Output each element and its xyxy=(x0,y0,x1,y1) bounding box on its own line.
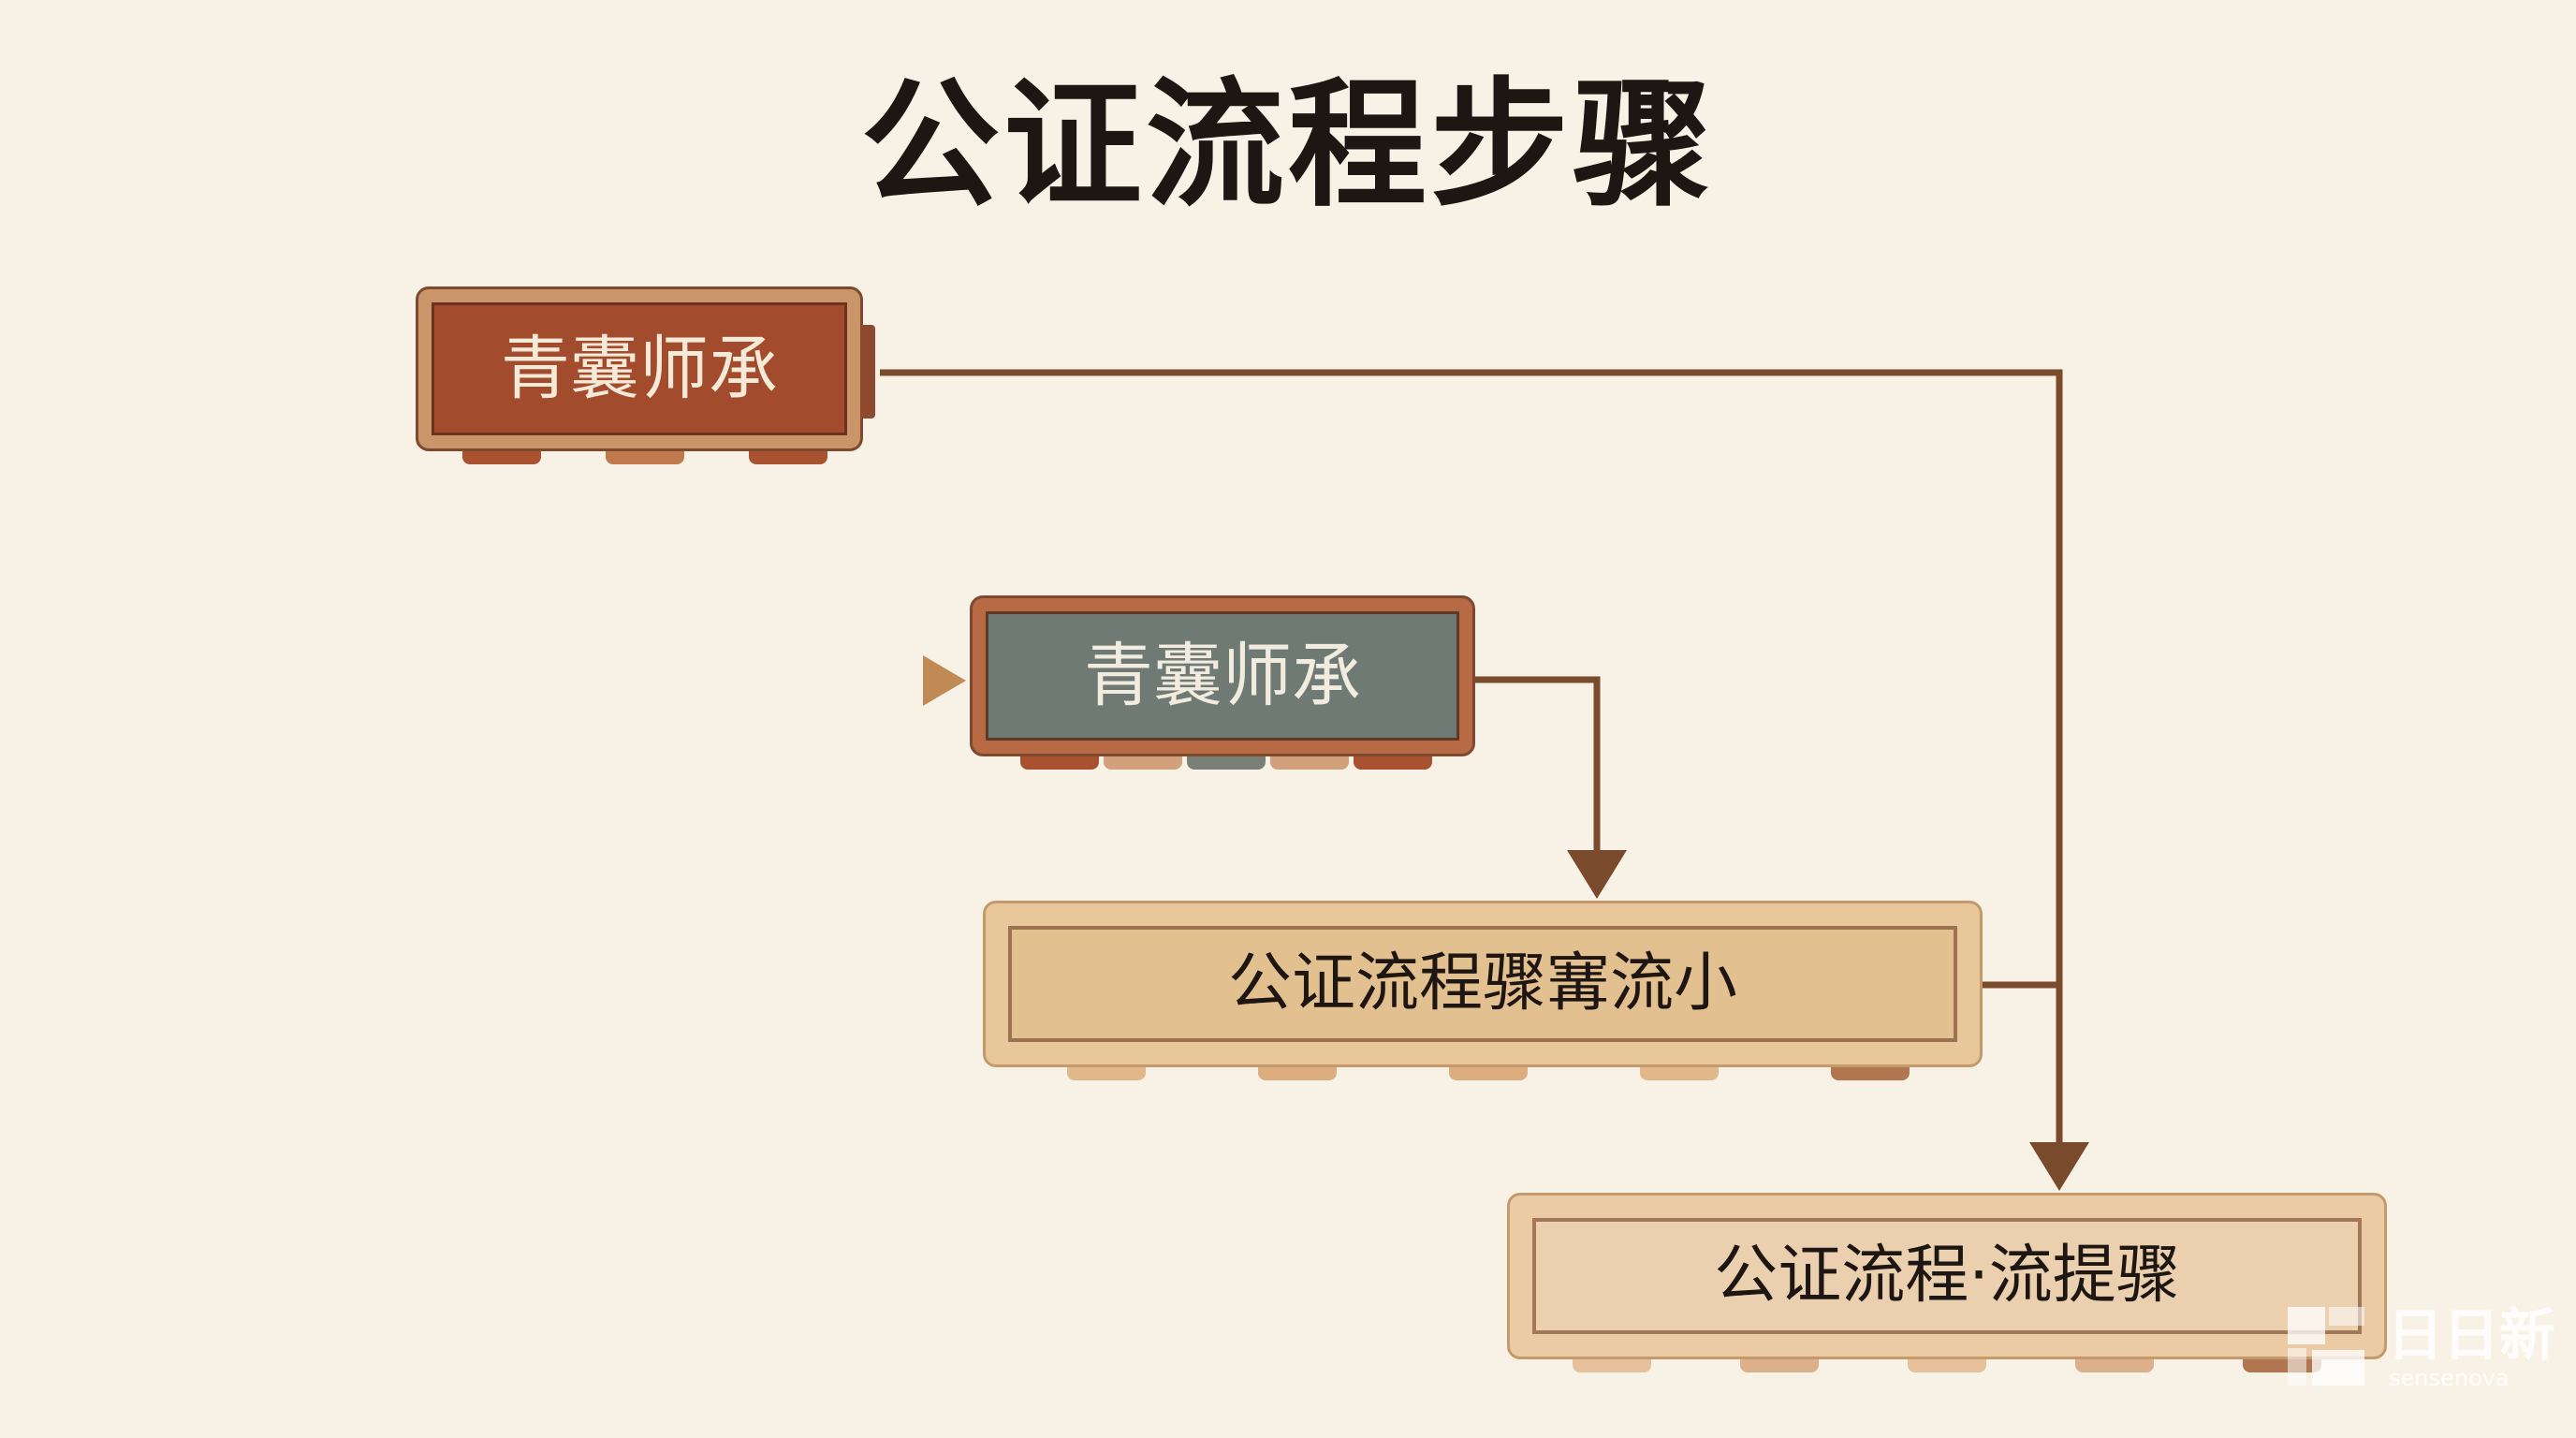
arrowhead-box3 xyxy=(1567,850,1627,899)
node-1-tab xyxy=(860,325,875,418)
flow-node-3-feet xyxy=(1067,1067,1910,1080)
flow-node-4-label: 公证流程·流提骤 xyxy=(1532,1218,2362,1334)
flow-node-1: 青囊师承 xyxy=(416,286,875,451)
flow-node-2: 青囊师承 xyxy=(970,595,1475,756)
flow-node-1-feet xyxy=(462,451,827,464)
connector-box2-to-box3 xyxy=(1475,676,1601,850)
connector-box1-to-box4 xyxy=(880,369,2063,1142)
flow-node-1-label: 青囊师承 xyxy=(432,302,847,435)
page-title: 公证流程步骤 xyxy=(861,65,1715,226)
flow-node-4-feet xyxy=(1573,1359,2321,1372)
flow-node-4: 公证流程·流提骤 xyxy=(1507,1193,2387,1359)
flow-node-3: 公证流程骤㝤流小 xyxy=(983,901,1983,1067)
watermark-cn: 日日新 xyxy=(2387,1303,2555,1369)
pointer-box2 xyxy=(923,655,966,706)
arrowhead-box4 xyxy=(2029,1142,2089,1191)
flow-node-2-label: 青囊师承 xyxy=(986,611,1459,741)
watermark: 日日新 sensenova xyxy=(2284,1303,2565,1397)
flow-node-2-feet xyxy=(1020,756,1432,770)
watermark-en: sensenova xyxy=(2389,1365,2510,1391)
sensenova-logo-icon xyxy=(2288,1307,2364,1386)
flow-node-3-label: 公证流程骤㝤流小 xyxy=(1008,926,1957,1042)
